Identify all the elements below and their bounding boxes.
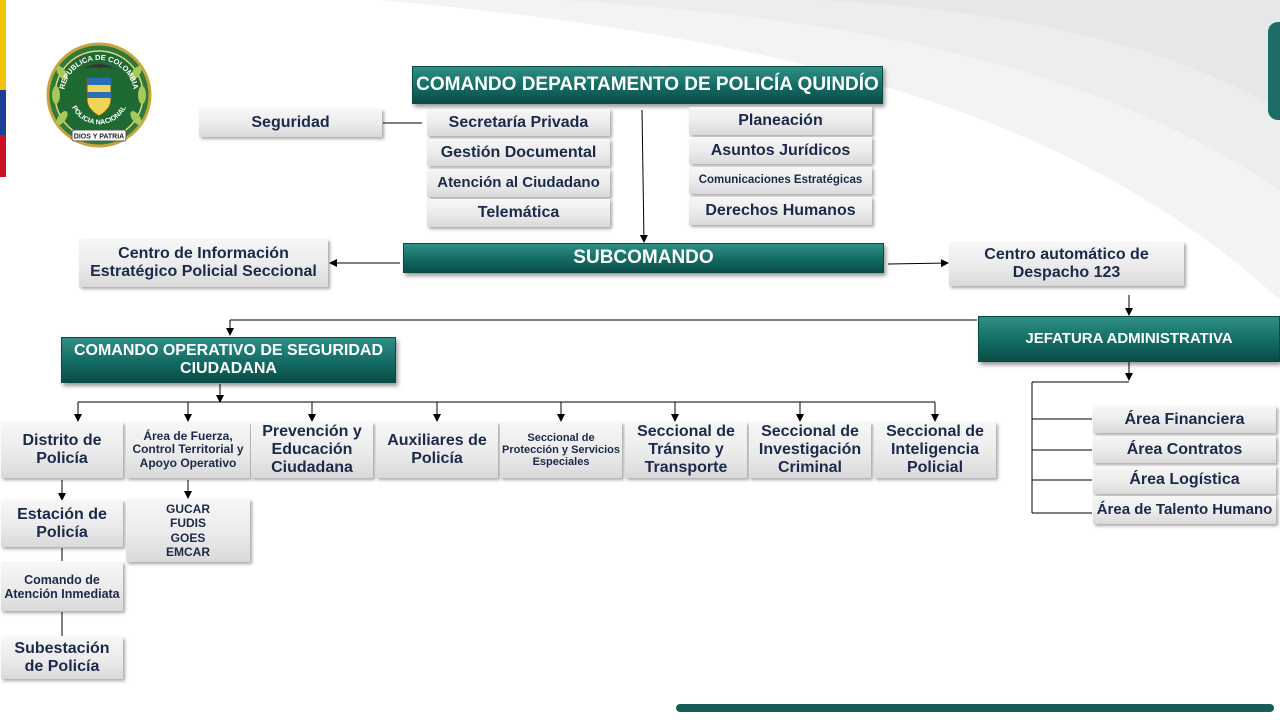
proteccion-servicios-box[interactable]: Seccional de Protección y Servicios Espe… xyxy=(500,422,622,478)
flag-blue-stripe xyxy=(0,90,6,135)
transito-transporte-box[interactable]: Seccional de Tránsito y Transporte xyxy=(625,422,747,478)
inteligencia-policial-box[interactable]: Seccional de Inteligencia Policial xyxy=(874,422,996,478)
area-talento-humano-box[interactable]: Área de Talento Humano xyxy=(1093,496,1276,524)
emcar-label: EMCAR xyxy=(166,544,210,559)
centro-informacion-box[interactable]: Centro de Información Estratégico Polici… xyxy=(79,239,328,287)
planeacion-box[interactable]: Planeación xyxy=(689,107,872,135)
asuntos-juridicos-box[interactable]: Asuntos Jurídicos xyxy=(689,137,872,164)
area-logistica-box[interactable]: Área Logística xyxy=(1093,466,1276,494)
bottom-accent-bar xyxy=(676,704,1274,712)
secretaria-privada-box[interactable]: Secretaría Privada xyxy=(427,109,610,136)
estacion-policia-box[interactable]: Estación de Policía xyxy=(1,500,123,547)
auxiliares-policia-box[interactable]: Auxiliares de Policía xyxy=(376,422,498,478)
flag-yellow-stripe xyxy=(0,0,6,90)
right-edge-tab xyxy=(1268,22,1280,120)
prevencion-educacion-box[interactable]: Prevención y Educación Ciudadana xyxy=(251,422,373,478)
cai-box[interactable]: Comando de Atención Inmediata xyxy=(1,562,123,611)
grupos-especiales-box[interactable]: GUCAR FUDIS GOES EMCAR xyxy=(126,499,250,562)
telematica-box[interactable]: Telemática xyxy=(427,199,610,227)
area-financiera-box[interactable]: Área Financiera xyxy=(1093,406,1276,433)
fudis-label: FUDIS xyxy=(170,516,206,531)
flag-red-stripe xyxy=(0,135,6,177)
goes-label: GOES xyxy=(170,530,206,545)
subcomando-title[interactable]: SUBCOMANDO xyxy=(403,243,884,273)
investigacion-criminal-box[interactable]: Seccional de Investigación Criminal xyxy=(749,422,871,478)
gestion-documental-box[interactable]: Gestión Documental xyxy=(427,139,610,166)
area-fuerza-box[interactable]: Área de Fuerza, Control Territorial y Ap… xyxy=(126,422,250,478)
comando-operativo-title[interactable]: COMANDO OPERATIVO DE SEGURIDAD CIUDADANA xyxy=(61,337,396,383)
svg-text:DIOS Y PATRIA: DIOS Y PATRIA xyxy=(74,134,124,141)
comando-departamento-title[interactable]: COMANDO DEPARTAMENTO DE POLICÍA QUINDÍO xyxy=(412,66,883,104)
derechos-humanos-box[interactable]: Derechos Humanos xyxy=(689,197,872,225)
centro-despacho-123-box[interactable]: Centro automático de Despacho 123 xyxy=(949,242,1184,286)
comunicaciones-estrategicas-box[interactable]: Comunicaciones Estratégicas xyxy=(689,167,872,194)
jefatura-administrativa-title[interactable]: JEFATURA ADMINISTRATIVA xyxy=(978,316,1280,362)
distrito-policia-box[interactable]: Distrito de Policía xyxy=(1,422,123,478)
police-emblem-logo: REPUBLICA DE COLOMBIA POLICIA NACIONAL D… xyxy=(46,42,152,148)
subestacion-policia-box[interactable]: Subestación de Policía xyxy=(1,637,123,679)
gucar-label: GUCAR xyxy=(166,501,210,516)
seguridad-box[interactable]: Seguridad xyxy=(199,109,382,137)
area-contratos-box[interactable]: Área Contratos xyxy=(1093,436,1276,463)
atencion-ciudadano-box[interactable]: Atención al Ciudadano xyxy=(427,169,610,197)
